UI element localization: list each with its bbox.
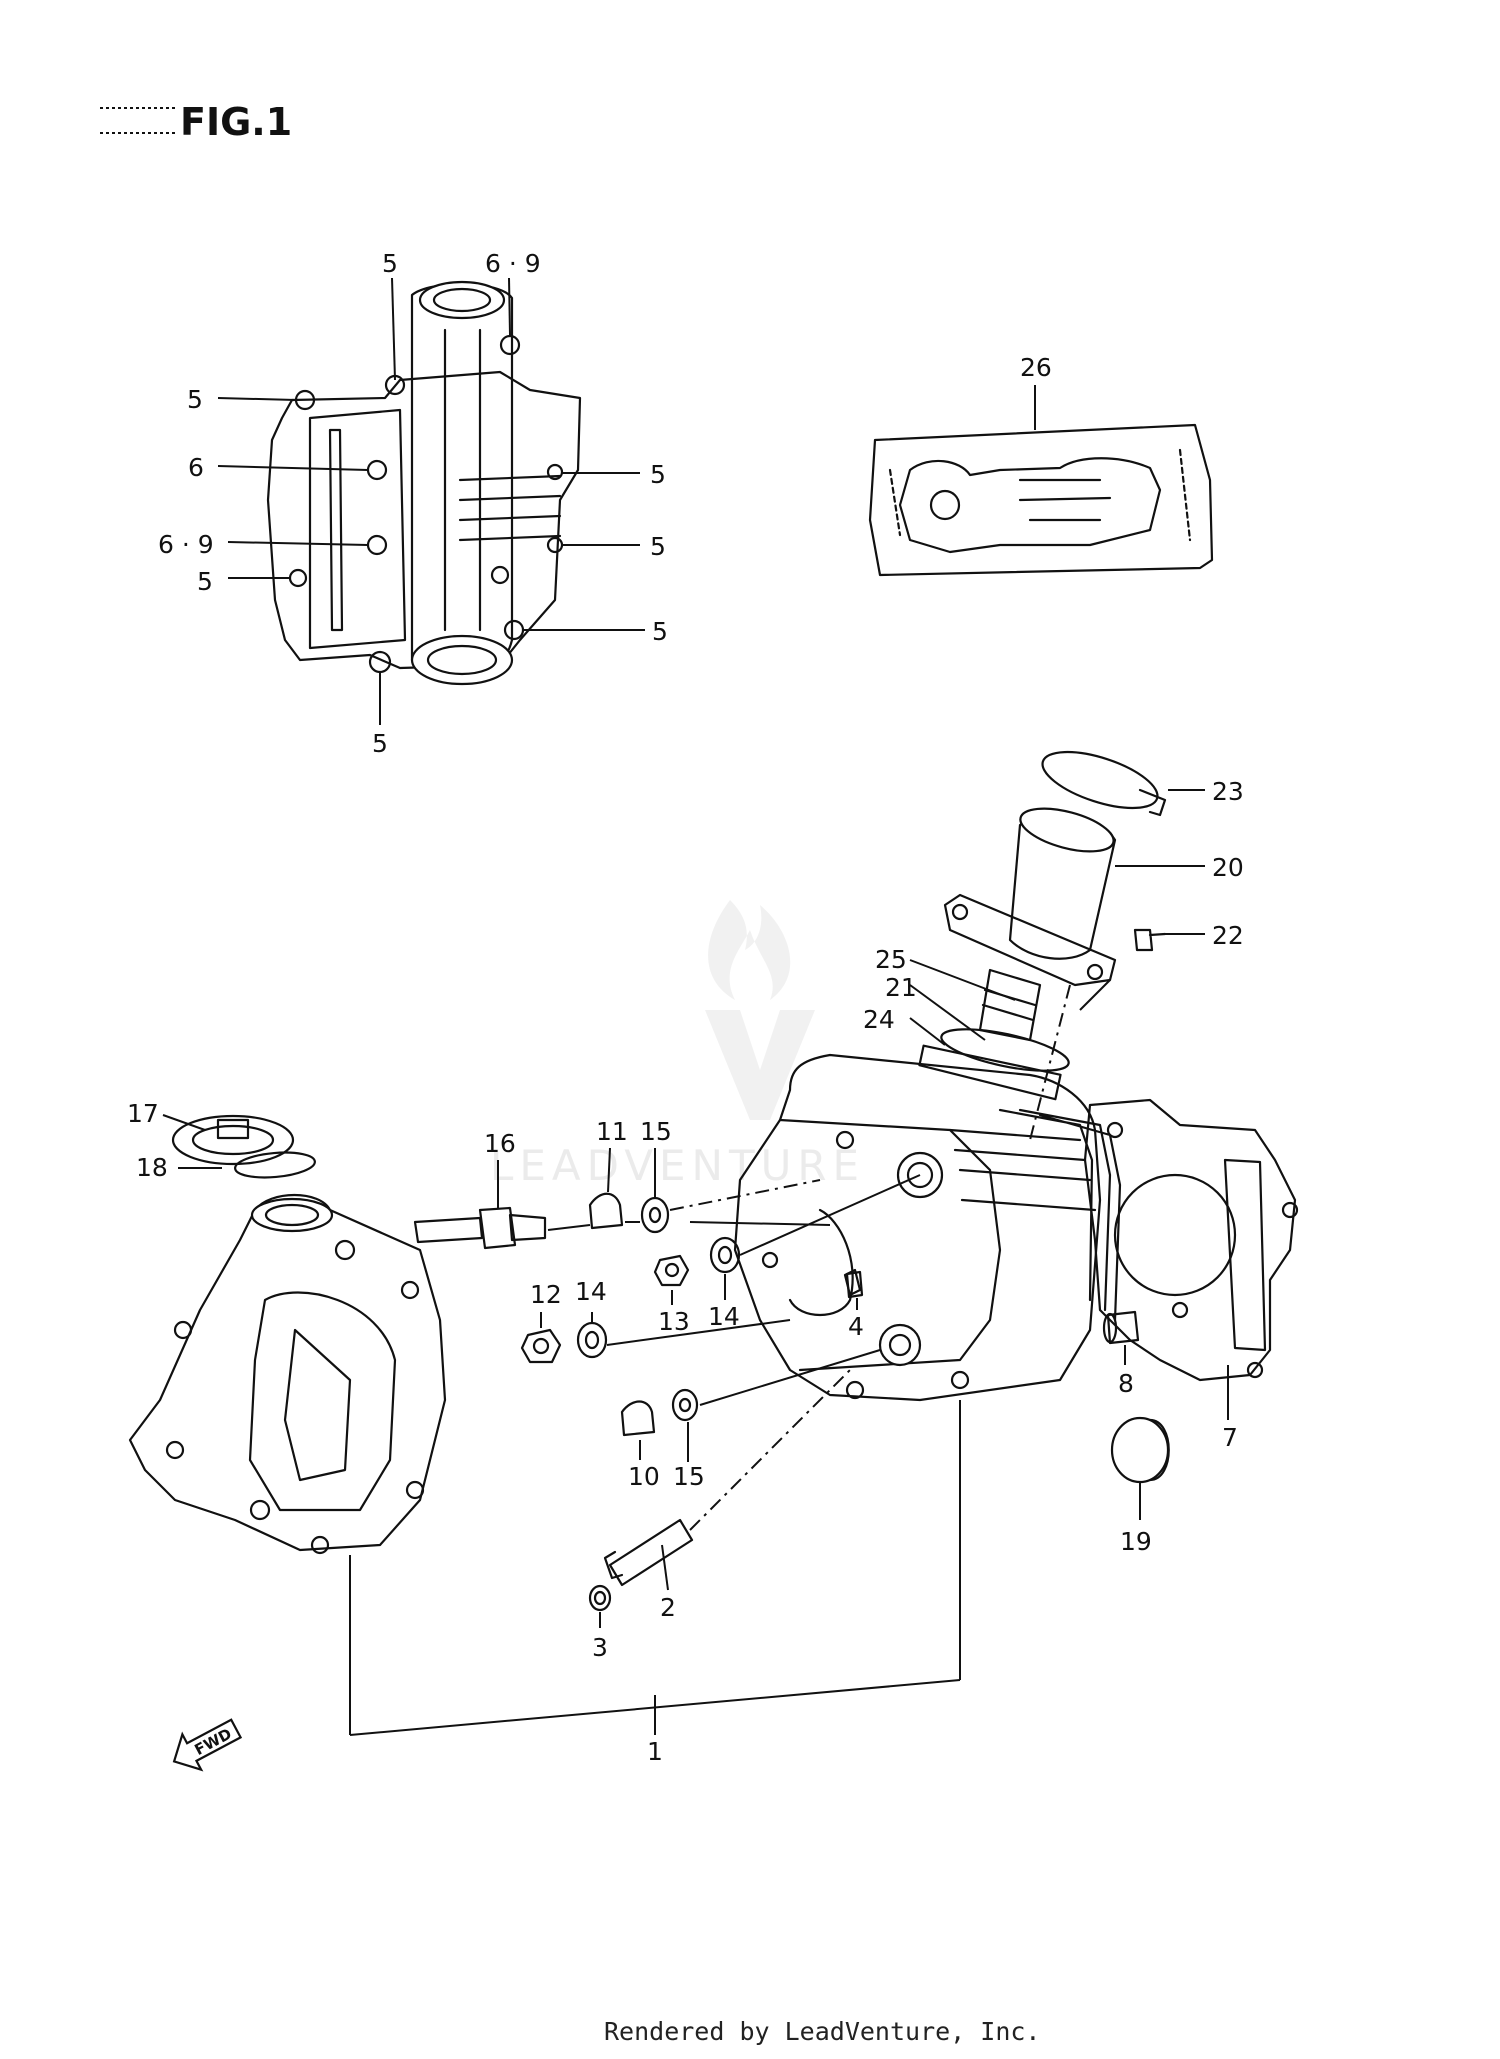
callout-19: 19 xyxy=(1120,1527,1152,1556)
callout-13: 13 xyxy=(658,1307,690,1336)
watermark-logo: LEADVENTURE xyxy=(490,900,865,1190)
footer-credit: Rendered by LeadVenture, Inc. xyxy=(604,2017,1041,2046)
callout-17: 17 xyxy=(127,1099,159,1128)
callout-25: 25 xyxy=(875,945,907,974)
head-gasket-7 xyxy=(1083,1098,1299,1382)
callout-23: 23 xyxy=(1212,777,1244,806)
callout-cover-left-6: 6 xyxy=(188,453,204,482)
callout-7: 7 xyxy=(1222,1423,1238,1452)
callout-16: 16 xyxy=(484,1129,516,1158)
callout-15a: 15 xyxy=(640,1117,672,1146)
figure-header: FIG.1 xyxy=(100,100,292,144)
callout-22: 22 xyxy=(1212,921,1244,950)
callout-cover-right-5c: 5 xyxy=(652,617,668,646)
callout-cover-left-5b: 5 xyxy=(197,567,213,596)
callout-20: 20 xyxy=(1212,853,1244,882)
intake-pipe-assembly xyxy=(918,750,1167,1101)
figure-title: FIG.1 xyxy=(180,100,292,144)
callout-cover-right-5b: 5 xyxy=(650,532,666,561)
callout-10: 10 xyxy=(628,1462,660,1491)
callout-24: 24 xyxy=(863,1005,895,1034)
callout-cover-top-5: 5 xyxy=(382,249,398,278)
callout-15b: 15 xyxy=(673,1462,705,1491)
cylinder-head-cover-view xyxy=(266,280,582,686)
callout-12: 12 xyxy=(530,1280,562,1309)
callout-4: 4 xyxy=(848,1312,864,1341)
callout-8: 8 xyxy=(1118,1369,1134,1398)
gasket-set-26 xyxy=(868,423,1214,577)
cylinder-head xyxy=(733,1053,1122,1402)
callout-cover-bottom-5: 5 xyxy=(372,729,388,758)
callout-26: 26 xyxy=(1020,353,1052,382)
forward-direction-arrow: FWD xyxy=(172,1718,243,1772)
callout-1: 1 xyxy=(647,1737,663,1766)
callout-18: 18 xyxy=(136,1153,168,1182)
small-parts xyxy=(413,1192,1170,1612)
callout-3: 3 xyxy=(592,1633,608,1662)
callout-11: 11 xyxy=(596,1117,628,1146)
callout-cover-right-5a: 5 xyxy=(650,460,666,489)
side-cover xyxy=(128,1114,447,1555)
callout-cover-left-6-9: 6 · 9 xyxy=(158,530,214,559)
callout-cover-left-5a: 5 xyxy=(187,385,203,414)
callout-14b: 14 xyxy=(575,1277,607,1306)
callout-2: 2 xyxy=(660,1593,676,1622)
callout-labels: 5 6 · 9 5 6 6 · 9 5 5 5 5 5 26 23 20 22 … xyxy=(127,249,1244,1766)
leader-lines xyxy=(162,277,1229,1736)
callout-14a: 14 xyxy=(708,1302,740,1331)
callout-21: 21 xyxy=(885,973,917,1002)
watermark-text: LEADVENTURE xyxy=(490,1141,865,1190)
callout-cover-top-6-9: 6 · 9 xyxy=(485,249,541,278)
